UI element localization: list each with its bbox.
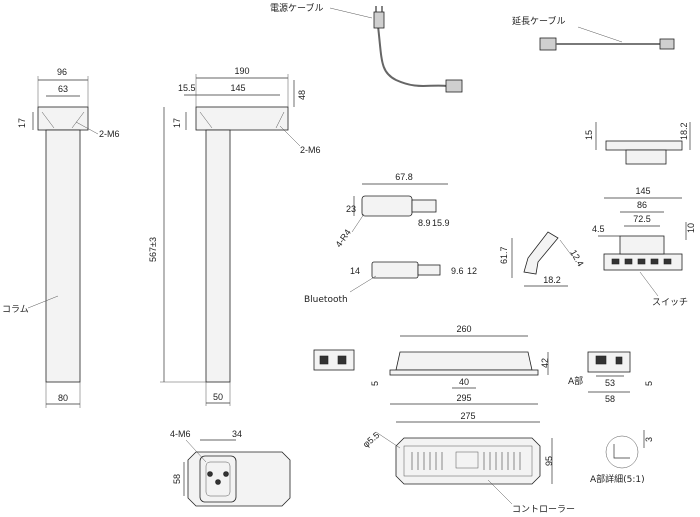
dim-bt-12: 12 <box>467 266 477 276</box>
ctrl-side-body <box>395 351 533 371</box>
controller-side-view: 260 42 5 40 295 <box>370 324 550 405</box>
dim-col-side-50: 50 <box>213 392 223 402</box>
switch-front-mount <box>619 235 665 255</box>
dim-ctrl-295: 295 <box>456 393 471 403</box>
dim-base-thread: 4-M6 <box>170 429 191 439</box>
dim-sw-124: 12.4 <box>568 248 585 268</box>
dim-col-side-17: 17 <box>172 118 182 128</box>
dim-ctrl-42: 42 <box>540 358 550 368</box>
label-power-cable: 電源ケーブル <box>270 2 323 14</box>
dim-col-front-17: 17 <box>17 118 27 128</box>
dim-col-front-thread: 2-M6 <box>99 129 120 139</box>
dim-col-front-80: 80 <box>58 393 68 403</box>
dim-sw-182: 18.2 <box>679 122 689 140</box>
column-front-view: 96 63 17 2-M6 80 コラム <box>2 67 120 408</box>
column-base-view: 34 4-M6 58 <box>170 429 291 507</box>
ctrl-end-right <box>587 351 631 373</box>
controller-end-view-right: A部 53 58 5 <box>568 351 654 404</box>
dim-col-side-thread: 2-M6 <box>300 145 321 155</box>
dim-col-front-96: 96 <box>57 67 67 77</box>
label-detail-a-scale: A部詳細(5:1) <box>590 473 645 485</box>
dim-bt-radius: 4-R4 <box>333 227 352 249</box>
dim-ctrl-phi: φ5.5 <box>361 430 381 449</box>
ext-connector-left <box>539 37 557 51</box>
dim-sw-182b: 18.2 <box>543 275 561 285</box>
column-side-bracket <box>195 106 289 131</box>
ctrl-top-body <box>395 437 541 485</box>
dim-bt-159: 15.9 <box>432 218 450 228</box>
bt-side-body <box>371 261 419 279</box>
bt-side-plug <box>417 264 441 276</box>
dim-base-58: 58 <box>172 474 182 484</box>
dim-ctrl-40: 40 <box>459 377 469 387</box>
switch-side-view: 61.7 12.4 18.2 <box>499 231 586 287</box>
dim-bt-89: 8.9 <box>418 218 431 228</box>
dim-sw-15: 15 <box>584 130 594 140</box>
ctrl-end-left <box>313 349 355 371</box>
dim-ctrl-58: 58 <box>605 394 615 404</box>
dim-base-34: 34 <box>232 429 242 439</box>
switch-top-mount <box>625 149 667 165</box>
ctrl-side-flange <box>389 369 539 376</box>
power-connector <box>445 79 463 93</box>
dim-ctrl-5a: 5 <box>370 381 380 386</box>
column-side-view: 190 15.5 145 48 17 2-M6 567±3 50 <box>148 66 321 406</box>
bt-body <box>361 195 413 217</box>
dim-ctrl-260: 260 <box>456 324 471 334</box>
dim-bt-23: 23 <box>346 204 356 214</box>
dim-bt-678: 67.8 <box>395 172 413 182</box>
switch-top-body <box>605 140 683 151</box>
dim-bt-14: 14 <box>350 266 360 276</box>
column-side-bracket-detail <box>199 111 285 129</box>
dim-col-side-190: 190 <box>234 66 249 76</box>
controller-end-view-left <box>313 349 355 371</box>
dim-sw-617: 61.7 <box>499 246 509 264</box>
bluetooth-module-side: 14 9.6 12 Bluetooth <box>304 261 477 305</box>
dim-ctrl-275: 275 <box>460 411 475 421</box>
detail-a: 3 A部詳細(5:1) <box>590 430 654 485</box>
label-part-a: A部 <box>568 375 583 387</box>
dim-ctrl-95: 95 <box>544 456 554 466</box>
label-bluetooth: Bluetooth <box>304 295 348 305</box>
label-column: コラム <box>2 304 29 315</box>
dim-col-side-145: 145 <box>230 83 245 93</box>
bt-plug <box>411 199 437 213</box>
switch-top-view: 15 18.2 <box>584 122 691 165</box>
dim-sw-10: 10 <box>686 223 696 233</box>
dim-bt-96: 9.6 <box>451 266 464 276</box>
dim-col-front-63: 63 <box>58 84 68 94</box>
dim-col-side-height: 567±3 <box>148 237 158 262</box>
dim-col-side-155: 15.5 <box>178 83 196 93</box>
dim-sw-45: 4.5 <box>592 224 605 234</box>
dim-ctrl-53: 53 <box>605 378 615 388</box>
dim-col-side-48: 48 <box>297 90 307 100</box>
label-switch: スイッチ <box>652 297 688 308</box>
column-front-body <box>45 129 81 383</box>
controller-top-view: 275 φ5.5 95 コントローラー <box>361 411 575 515</box>
column-front-bracket <box>37 106 89 131</box>
ext-connector-right <box>659 38 675 50</box>
column-front-bracket-detail <box>41 111 85 129</box>
label-controller: コントローラー <box>512 504 575 515</box>
power-cable: 電源ケーブル <box>270 2 463 93</box>
bluetooth-module-top: 67.8 23 4-R4 8.9 15.9 <box>333 172 449 249</box>
label-extension-cable: 延長ケーブル <box>512 15 565 27</box>
dim-detail-3: 3 <box>644 437 654 442</box>
dim-sw-86: 86 <box>637 200 647 210</box>
dim-sw-145: 145 <box>635 186 650 196</box>
power-plug <box>373 11 385 29</box>
dim-ctrl-5b: 5 <box>644 381 654 386</box>
base-motor <box>199 455 237 503</box>
dim-sw-725: 72.5 <box>633 214 651 224</box>
extension-cable: 延長ケーブル <box>512 15 675 51</box>
switch-front-view: 145 86 72.5 4.5 10 スイッチ <box>592 186 696 308</box>
column-side-body <box>205 129 231 383</box>
switch-side-body <box>523 231 559 275</box>
